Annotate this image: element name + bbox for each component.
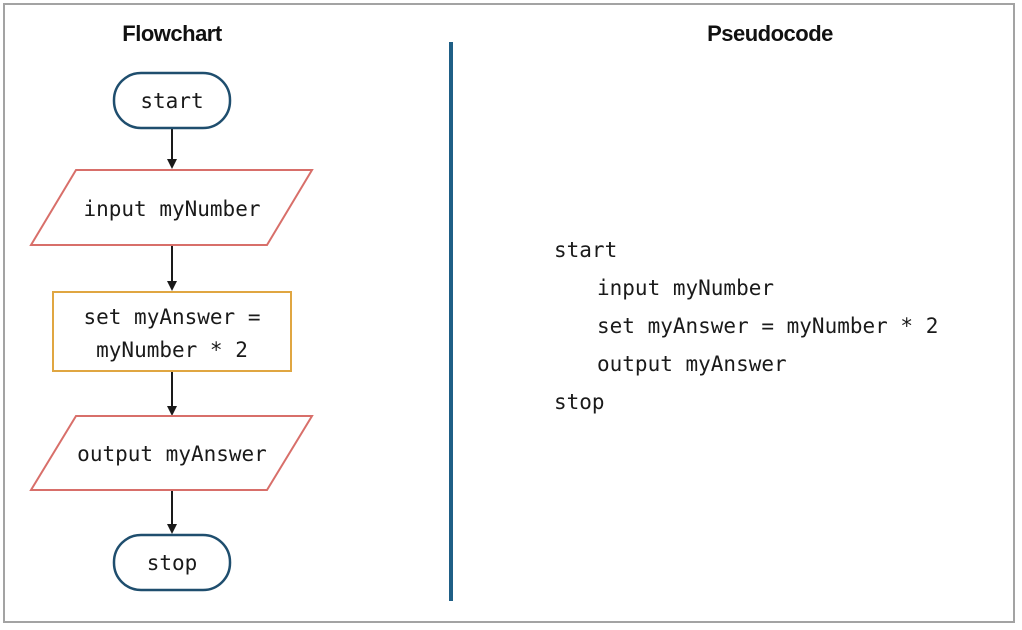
- pseudocode-listing: start input myNumber set myAnswer = myNu…: [554, 231, 938, 421]
- process-box-shape: [52, 291, 292, 372]
- pseudocode-line: stop: [554, 390, 605, 414]
- output-parallelogram-shape: [29, 415, 314, 491]
- stop-terminal-label: stop: [147, 551, 198, 575]
- input-parallelogram-shape: [29, 169, 314, 246]
- output-parallelogram-label: output myAnswer: [77, 442, 267, 466]
- pseudocode-line: set myAnswer = myNumber * 2: [597, 314, 939, 338]
- pseudocode-line: input myNumber: [597, 276, 775, 300]
- pseudocode-line: output myAnswer: [597, 352, 787, 376]
- start-terminal-shape: [112, 71, 232, 130]
- input-parallelogram-label: input myNumber: [83, 197, 260, 221]
- stop-terminal-shape: [112, 533, 232, 592]
- pseudocode-heading: Pseudocode: [707, 21, 833, 46]
- column-divider: [449, 42, 453, 601]
- process-box-label-line-2: myNumber * 2: [96, 338, 248, 362]
- process-box-label-line-1: set myAnswer =: [83, 305, 260, 329]
- flowchart-diagram: start input myNumber set myAnswer = myNu…: [29, 71, 314, 592]
- start-terminal-label: start: [140, 89, 203, 113]
- flowchart-heading: Flowchart: [122, 21, 222, 46]
- pseudocode-line: start: [554, 238, 618, 262]
